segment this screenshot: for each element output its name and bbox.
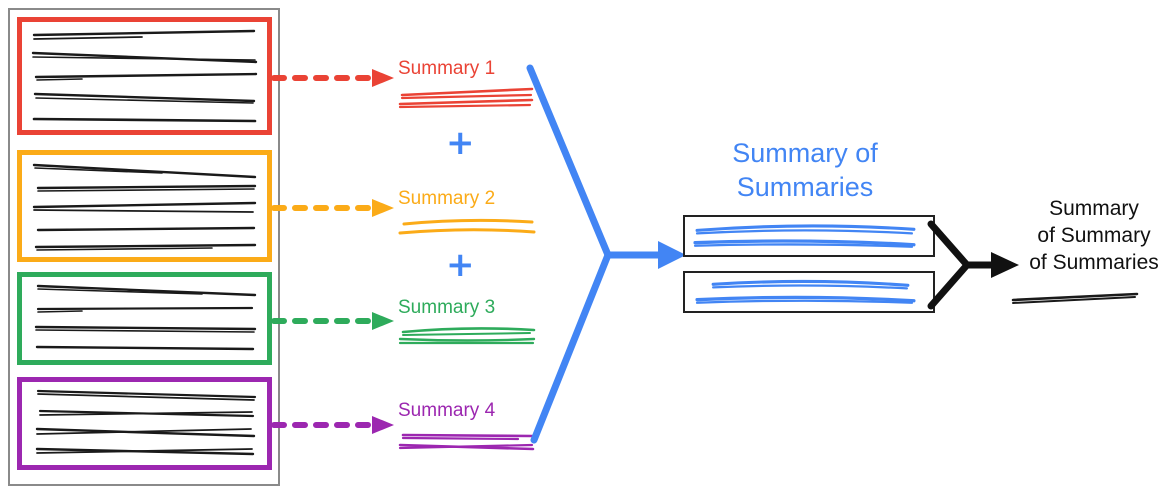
summary-label-1: Summary 1 [398, 58, 496, 79]
text-scribble-icon [693, 224, 916, 248]
text-scribble-icon [32, 163, 257, 251]
summary-block-1[interactable]: Summary 1 [398, 58, 543, 109]
summary-label-4: Summary 4 [398, 400, 496, 421]
dashed-arrow-right-icon [272, 69, 394, 87]
plus-operator-2: + [446, 245, 475, 285]
dashed-arrow-right-icon [272, 312, 394, 330]
final-title-line-2: of Summary [1037, 224, 1151, 247]
summary-block-2[interactable]: Summary 2 [398, 188, 543, 239]
text-scribble-icon [695, 279, 916, 304]
summary-scribble-2 [398, 213, 543, 239]
text-scribble-icon [31, 29, 258, 123]
document-group-purple[interactable] [17, 377, 272, 470]
dashed-arrow-to-summary-4 [272, 413, 397, 437]
plus-operator-1: + [446, 123, 475, 163]
text-scribble-icon [35, 389, 257, 456]
text-scribble-icon [398, 327, 536, 345]
black-merge-arrow [925, 218, 1025, 314]
final-output-title: Summary of Summary of Summaries [1018, 195, 1170, 276]
merge-arrow-right-icon [526, 64, 686, 444]
final-output-scribble [1005, 288, 1145, 310]
blue-merge-arrow [520, 55, 700, 455]
dashed-arrow-right-icon [272, 416, 394, 434]
summary-of-summaries-box-2[interactable] [683, 271, 935, 313]
sos-title-line-2: Summaries [736, 172, 874, 202]
summary-block-4[interactable]: Summary 4 [398, 400, 543, 451]
text-scribble-icon [398, 218, 536, 235]
sos-title-line-1: Summary of [732, 138, 878, 168]
final-title-line-3: of Summaries [1029, 251, 1159, 274]
summary-scribble-3 [398, 322, 543, 348]
final-title-line-1: Summary [1049, 197, 1139, 220]
summary-of-summaries-title: Summary of Summaries [680, 136, 930, 204]
summary-scribble-1 [398, 83, 543, 109]
dashed-arrow-to-summary-3 [272, 309, 397, 333]
text-scribble-icon [398, 433, 535, 451]
merge-arrow-right-icon [927, 220, 1019, 310]
text-scribble-icon [398, 87, 534, 109]
summary-label-3: Summary 3 [398, 297, 496, 318]
dashed-arrow-to-summary-2 [272, 196, 397, 220]
summary-scribble-4 [398, 425, 543, 451]
document-group-orange[interactable] [17, 150, 272, 262]
document-group-red[interactable] [17, 17, 272, 135]
document-group-green[interactable] [17, 272, 272, 365]
summary-of-summaries-box-1[interactable] [683, 215, 935, 257]
dashed-arrow-to-summary-1 [272, 66, 397, 90]
dashed-arrow-right-icon [272, 199, 394, 217]
text-scribble-icon [34, 284, 257, 351]
summary-block-3[interactable]: Summary 3 [398, 297, 543, 348]
summary-label-2: Summary 2 [398, 188, 496, 209]
text-scribble-icon [1011, 292, 1139, 304]
